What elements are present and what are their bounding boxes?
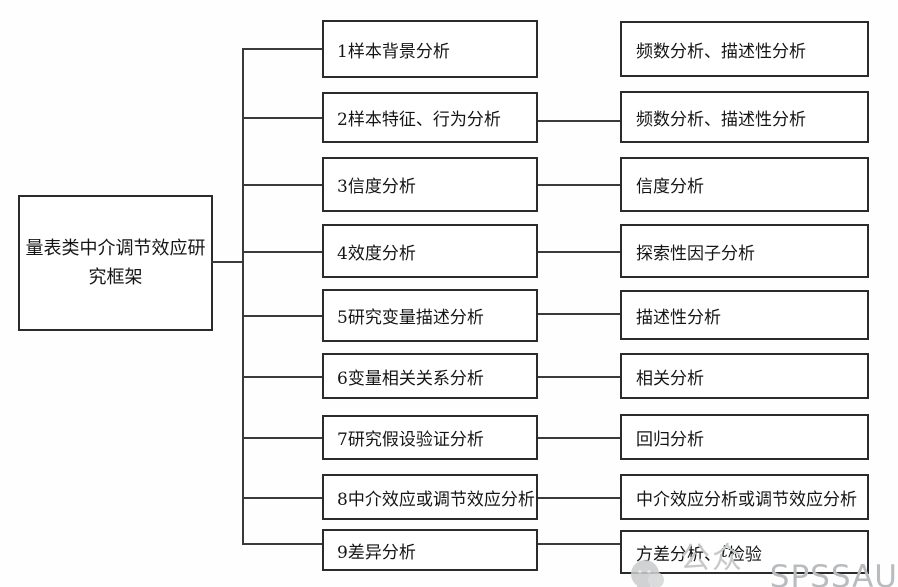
method-label-7: 回归分析 bbox=[636, 429, 704, 450]
step-label-4: 4效度分析 bbox=[337, 243, 416, 264]
connector-trunk bbox=[242, 48, 244, 545]
method-node-4: 探索性因子分析 bbox=[620, 224, 869, 278]
method-node-5: 描述性分析 bbox=[620, 290, 869, 340]
method-node-1: 频数分析、描述性分析 bbox=[620, 21, 869, 77]
step-node-4: 4效度分析 bbox=[322, 224, 538, 278]
connector-method-6 bbox=[538, 376, 620, 378]
connector-branch-6 bbox=[243, 376, 322, 378]
step-label-7: 7研究假设验证分析 bbox=[337, 430, 484, 450]
step-node-5: 5研究变量描述分析 bbox=[322, 289, 538, 342]
method-node-8: 中介效应分析或调节效应分析 bbox=[620, 474, 869, 520]
method-label-9-italic-t: t bbox=[721, 542, 728, 562]
method-node-2: 频数分析、描述性分析 bbox=[620, 91, 869, 143]
method-label-6: 相关分析 bbox=[636, 368, 704, 389]
method-label-4: 探索性因子分析 bbox=[636, 243, 755, 264]
method-label-1: 频数分析、描述性分析 bbox=[636, 41, 806, 62]
connector-method-5 bbox=[538, 313, 620, 315]
step-node-3: 3信度分析 bbox=[322, 157, 538, 212]
step-node-2: 2样本特征、行为分析 bbox=[322, 92, 538, 143]
method-label-9-pre: 方差分析、 bbox=[636, 544, 721, 565]
connector-branch-8 bbox=[243, 497, 322, 499]
step-label-1: 1样本背景分析 bbox=[337, 41, 450, 62]
connector-branch-5 bbox=[243, 315, 322, 317]
connector-branch-9 bbox=[243, 543, 322, 545]
step-node-8: 8中介效应或调节效应分析 bbox=[322, 474, 538, 520]
connector-branch-3 bbox=[243, 184, 322, 186]
step-node-9: 9差异分析 bbox=[322, 529, 538, 571]
step-node-1: 1样本背景分析 bbox=[322, 20, 538, 78]
method-node-3: 信度分析 bbox=[620, 157, 869, 212]
connector-method-2 bbox=[538, 120, 620, 122]
connector-branch-1 bbox=[243, 48, 322, 50]
method-label-3: 信度分析 bbox=[636, 177, 704, 197]
connector-branch-7 bbox=[243, 437, 322, 439]
method-node-6: 相关分析 bbox=[620, 353, 869, 399]
root-node: 量表类中介调节效应研究框架 bbox=[18, 195, 213, 331]
step-label-9: 9差异分析 bbox=[337, 542, 416, 563]
connector-method-3 bbox=[538, 184, 620, 186]
step-label-2: 2样本特征、行为分析 bbox=[337, 110, 501, 130]
connector-method-8 bbox=[538, 497, 620, 499]
step-label-6: 6变量相关关系分析 bbox=[337, 368, 484, 389]
connector-method-7 bbox=[538, 437, 620, 439]
method-label-2: 频数分析、描述性分析 bbox=[636, 109, 806, 130]
step-node-7: 7研究假设验证分析 bbox=[322, 415, 538, 460]
step-label-5: 5研究变量描述分析 bbox=[337, 308, 484, 328]
step-label-8: 8中介效应或调节效应分析 bbox=[337, 489, 535, 510]
step-node-6: 6变量相关关系分析 bbox=[322, 353, 538, 399]
method-label-8: 中介效应分析或调节效应分析 bbox=[636, 489, 857, 510]
connector-method-9 bbox=[538, 543, 620, 545]
connector-branch-4 bbox=[243, 251, 322, 253]
method-label-5: 描述性分析 bbox=[636, 307, 721, 328]
connector-method-4 bbox=[538, 251, 620, 253]
connector-branch-2 bbox=[243, 117, 322, 119]
step-label-3: 3信度分析 bbox=[337, 177, 416, 197]
root-node-label: 量表类中介调节效应研究框架 bbox=[25, 238, 206, 288]
method-label-9-post: 检验 bbox=[727, 544, 762, 565]
connector-root bbox=[211, 261, 243, 263]
method-node-7: 回归分析 bbox=[620, 414, 869, 460]
